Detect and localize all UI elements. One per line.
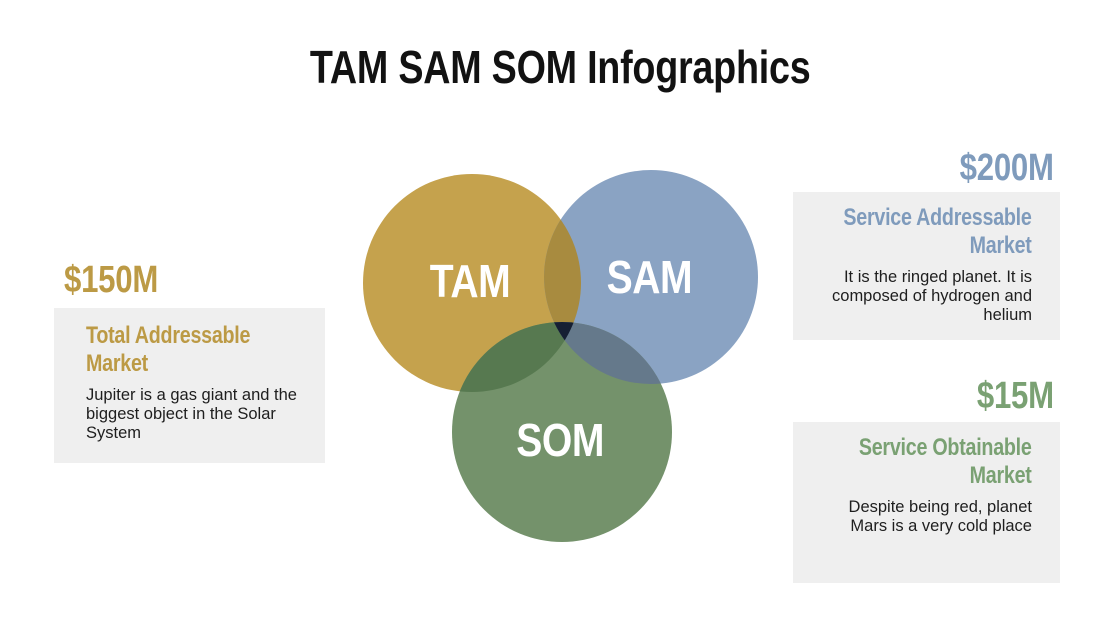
som-circle-label: SOM	[516, 415, 604, 467]
tam-card-title-text: Total Addressable Market	[86, 322, 251, 378]
slide-title-text: TAM SAM SOM Infographics	[309, 41, 811, 93]
som-card-title-text: Service Obtainable Market	[859, 434, 1032, 490]
tam-amount-text: $150M	[64, 259, 159, 301]
som-card: Service Obtainable Market Despite being …	[793, 422, 1060, 583]
tam-amount: $150M	[64, 261, 179, 299]
sam-amount: $200M	[939, 149, 1054, 187]
sam-som-overlap	[544, 322, 672, 384]
sam-circle-label: SAM	[607, 252, 693, 304]
sam-card-description: It is the ringed planet. It is composed …	[832, 268, 1032, 325]
som-card-description: Despite being red, planet Mars is a very…	[848, 498, 1032, 536]
tam-som-overlap	[452, 322, 581, 392]
som-card-title: Service Obtainable Market	[813, 434, 1032, 490]
tam-card-description: Jupiter is a gas giant and the biggest o…	[86, 386, 297, 443]
slide-title: TAM SAM SOM Infographics	[0, 44, 1120, 90]
sam-card-title-text: Service Addressable Market	[843, 204, 1032, 260]
som-amount: $15M	[960, 377, 1054, 415]
som-amount-text: $15M	[977, 375, 1054, 417]
tam-card-title: Total Addressable Market	[86, 322, 305, 378]
tam-card: Total Addressable Market Jupiter is a ga…	[54, 308, 325, 463]
sam-amount-text: $200M	[959, 147, 1054, 189]
sam-card-title: Service Addressable Market	[813, 204, 1032, 260]
tam-circle-label: TAM	[430, 256, 510, 308]
sam-card: Service Addressable Market It is the rin…	[793, 192, 1060, 340]
